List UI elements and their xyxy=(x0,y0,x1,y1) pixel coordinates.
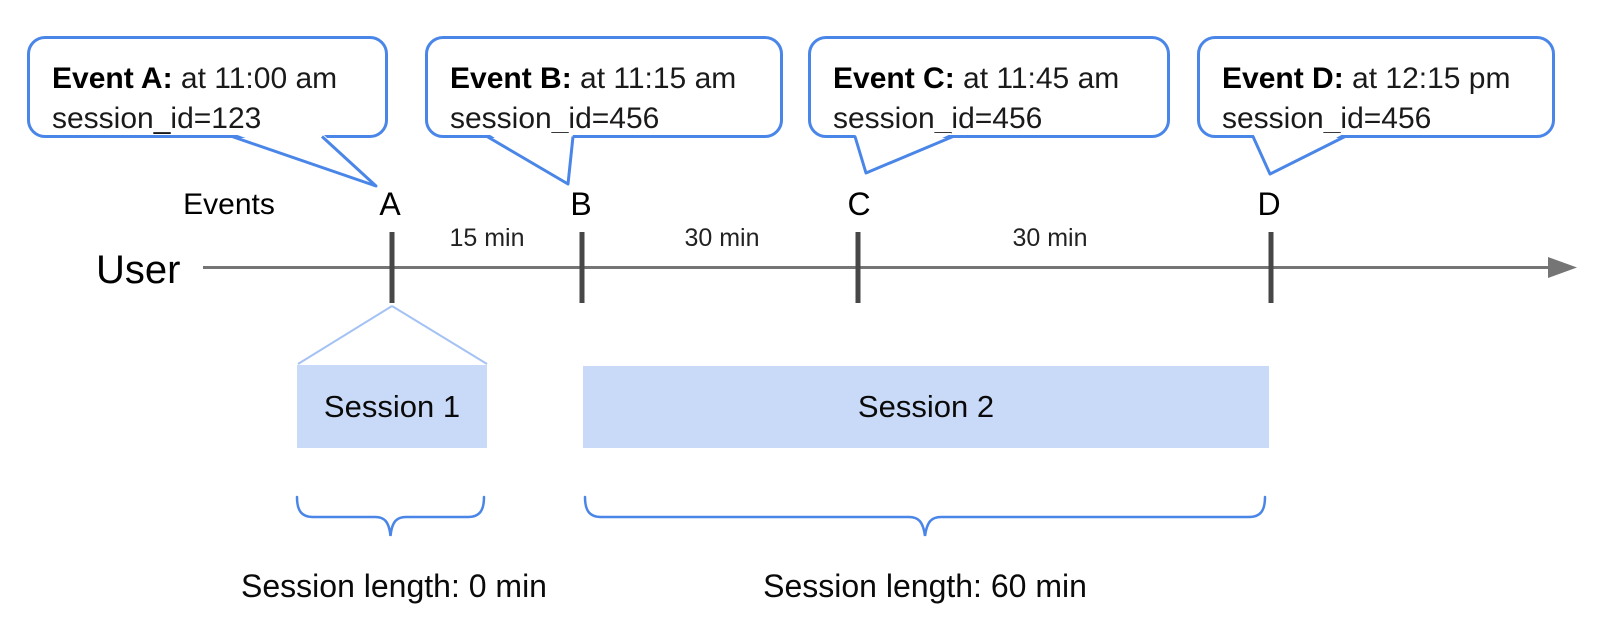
event-d-title: Event D: xyxy=(1222,62,1344,95)
session-length-braces xyxy=(295,495,1267,537)
tick-a xyxy=(389,232,395,303)
event-a-time: at 11:00 am xyxy=(180,62,338,95)
callout-event-b-line1: Event B: at 11:15 am xyxy=(450,59,780,99)
event-c-title: Event C: xyxy=(833,62,955,95)
session-1-brace xyxy=(295,495,486,537)
callout-event-a: Event A: at 11:00 am session_id=123 xyxy=(27,36,388,138)
callout-d-tail xyxy=(1253,133,1345,174)
event-c-time: at 11:45 am xyxy=(963,62,1120,95)
session-2-box: Session 2 xyxy=(583,366,1269,448)
session-1-label: Session 1 xyxy=(323,388,461,424)
event-b-time: at 11:15 am xyxy=(580,62,737,95)
event-marker-d: D xyxy=(1257,186,1281,222)
event-a-title: Event A: xyxy=(52,62,173,95)
timeline-line xyxy=(203,266,1553,269)
event-c-session-id: session_id=456 xyxy=(833,102,1043,135)
interval-c-d: 30 min xyxy=(1012,224,1088,252)
event-d-session-id: session_id=456 xyxy=(1222,102,1432,135)
callout-event-a-line1: Event A: at 11:00 am xyxy=(52,59,385,99)
user-row-label: User xyxy=(96,248,181,292)
event-marker-a: A xyxy=(379,186,401,222)
interval-a-b: 15 min xyxy=(449,224,525,252)
event-b-session-id: session_id=456 xyxy=(450,102,660,135)
event-b-title: Event B: xyxy=(450,62,572,95)
timeline-arrowhead-icon xyxy=(1548,257,1577,278)
callout-event-d-line1: Event D: at 12:15 pm xyxy=(1222,59,1552,99)
callout-c-tail xyxy=(855,133,953,173)
session-1-box: Session 1 xyxy=(297,365,487,448)
callout-tails xyxy=(231,133,1346,188)
tick-d xyxy=(1268,232,1274,303)
callout-event-b: Event B: at 11:15 am session_id=456 xyxy=(425,36,783,138)
event-a-session-id: session_id=123 xyxy=(52,102,262,135)
callout-event-c: Event C: at 11:45 am session_id=456 xyxy=(808,36,1170,138)
callout-event-c-line1: Event C: at 11:45 am xyxy=(833,59,1167,99)
event-d-time: at 12:15 pm xyxy=(1352,62,1511,95)
session-2-label: Session 2 xyxy=(857,389,995,424)
tick-c xyxy=(855,232,861,303)
event-marker-b: B xyxy=(570,186,592,222)
tick-b xyxy=(579,232,585,303)
session-2-brace xyxy=(583,495,1267,537)
callout-b-tail xyxy=(487,133,573,184)
session-1-funnel-lines xyxy=(297,305,488,365)
interval-b-c: 30 min xyxy=(684,224,760,252)
event-marker-c: C xyxy=(847,186,871,222)
session-2-length-label: Session length: 60 min xyxy=(763,568,1087,604)
events-row-label: Events xyxy=(183,188,275,221)
session-1-length-label: Session length: 0 min xyxy=(241,568,547,604)
callout-event-d: Event D: at 12:15 pm session_id=456 xyxy=(1197,36,1555,138)
callout-a-tail xyxy=(232,133,376,186)
